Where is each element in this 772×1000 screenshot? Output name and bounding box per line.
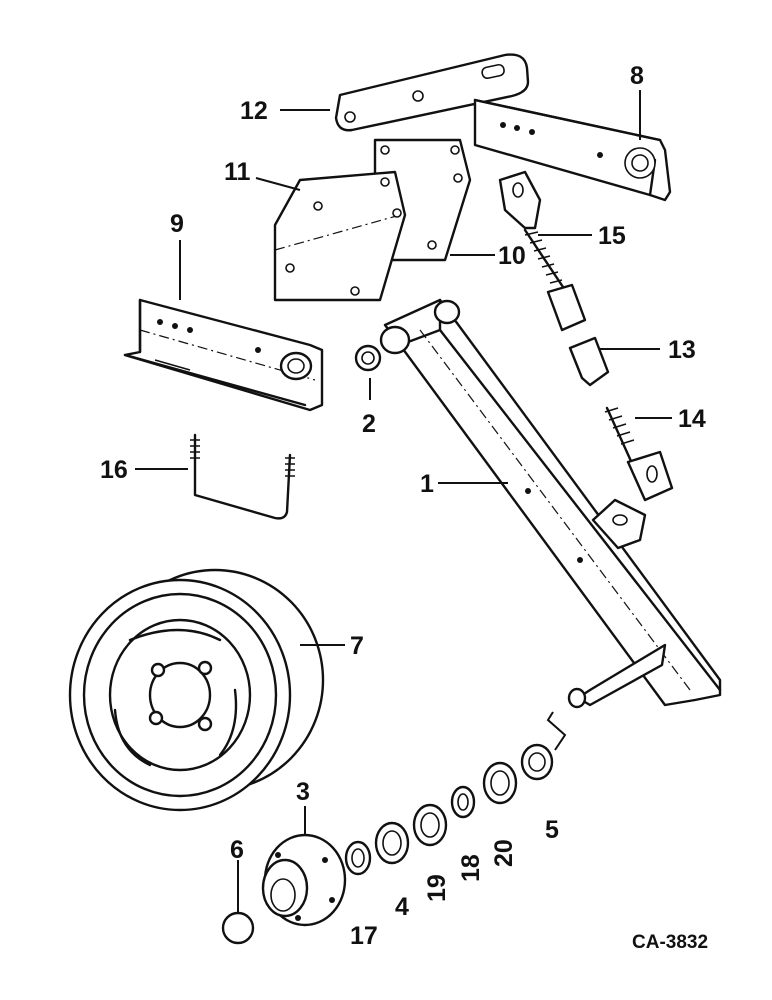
callout-11: 11 bbox=[224, 158, 251, 186]
callout-16: 16 bbox=[100, 456, 128, 484]
callout-13: 13 bbox=[668, 336, 696, 364]
callout-9: 9 bbox=[170, 210, 184, 238]
callout-14: 14 bbox=[678, 405, 706, 433]
callout-4: 4 bbox=[395, 893, 409, 921]
part-5-washer bbox=[520, 743, 554, 781]
part-3-hub bbox=[261, 833, 347, 927]
spindle-leader bbox=[546, 711, 567, 751]
callout-15: 15 bbox=[598, 222, 626, 250]
part-19-bearing-cup bbox=[412, 803, 448, 847]
part-2-bushing bbox=[354, 344, 382, 372]
part-16-u-bolt bbox=[190, 433, 295, 520]
drawing-code: CA-3832 bbox=[632, 932, 708, 953]
callout-12: 12 bbox=[240, 97, 268, 125]
part-7-wheel-rim bbox=[68, 568, 325, 812]
part-11-plate bbox=[273, 170, 407, 302]
callout-3: 3 bbox=[296, 778, 310, 806]
callout-19: 19 bbox=[423, 874, 451, 902]
part-15-threaded-rod bbox=[498, 170, 567, 292]
callout-7: 7 bbox=[350, 632, 364, 660]
part-6-cap bbox=[221, 911, 255, 945]
callout-18: 18 bbox=[457, 854, 485, 882]
callout-10: 10 bbox=[498, 242, 526, 270]
callouts: 12 8 11 15 9 10 13 2 14 16 1 7 3 5 20 18… bbox=[100, 62, 708, 953]
part-20-bearing-cup bbox=[482, 761, 518, 805]
callout-2: 2 bbox=[362, 410, 376, 438]
callout-5: 5 bbox=[545, 816, 559, 844]
part-8-bracket-right bbox=[473, 98, 672, 202]
part-1-wheel-arm bbox=[379, 298, 722, 709]
part-18-bearing-cone bbox=[450, 785, 476, 819]
part-13-turnbuckle bbox=[546, 283, 610, 387]
part-12-strap bbox=[334, 53, 530, 132]
callout-8: 8 bbox=[630, 62, 644, 90]
callout-17: 17 bbox=[350, 922, 378, 950]
callout-1: 1 bbox=[420, 470, 434, 498]
leader-lines bbox=[135, 90, 672, 912]
callout-20: 20 bbox=[490, 839, 518, 867]
part-17-bearing-cone bbox=[344, 840, 372, 876]
part-14-threaded-clevis bbox=[604, 406, 674, 502]
callout-6: 6 bbox=[230, 836, 244, 864]
part-9-bracket-left bbox=[123, 298, 324, 412]
part-4-seal bbox=[374, 821, 410, 865]
